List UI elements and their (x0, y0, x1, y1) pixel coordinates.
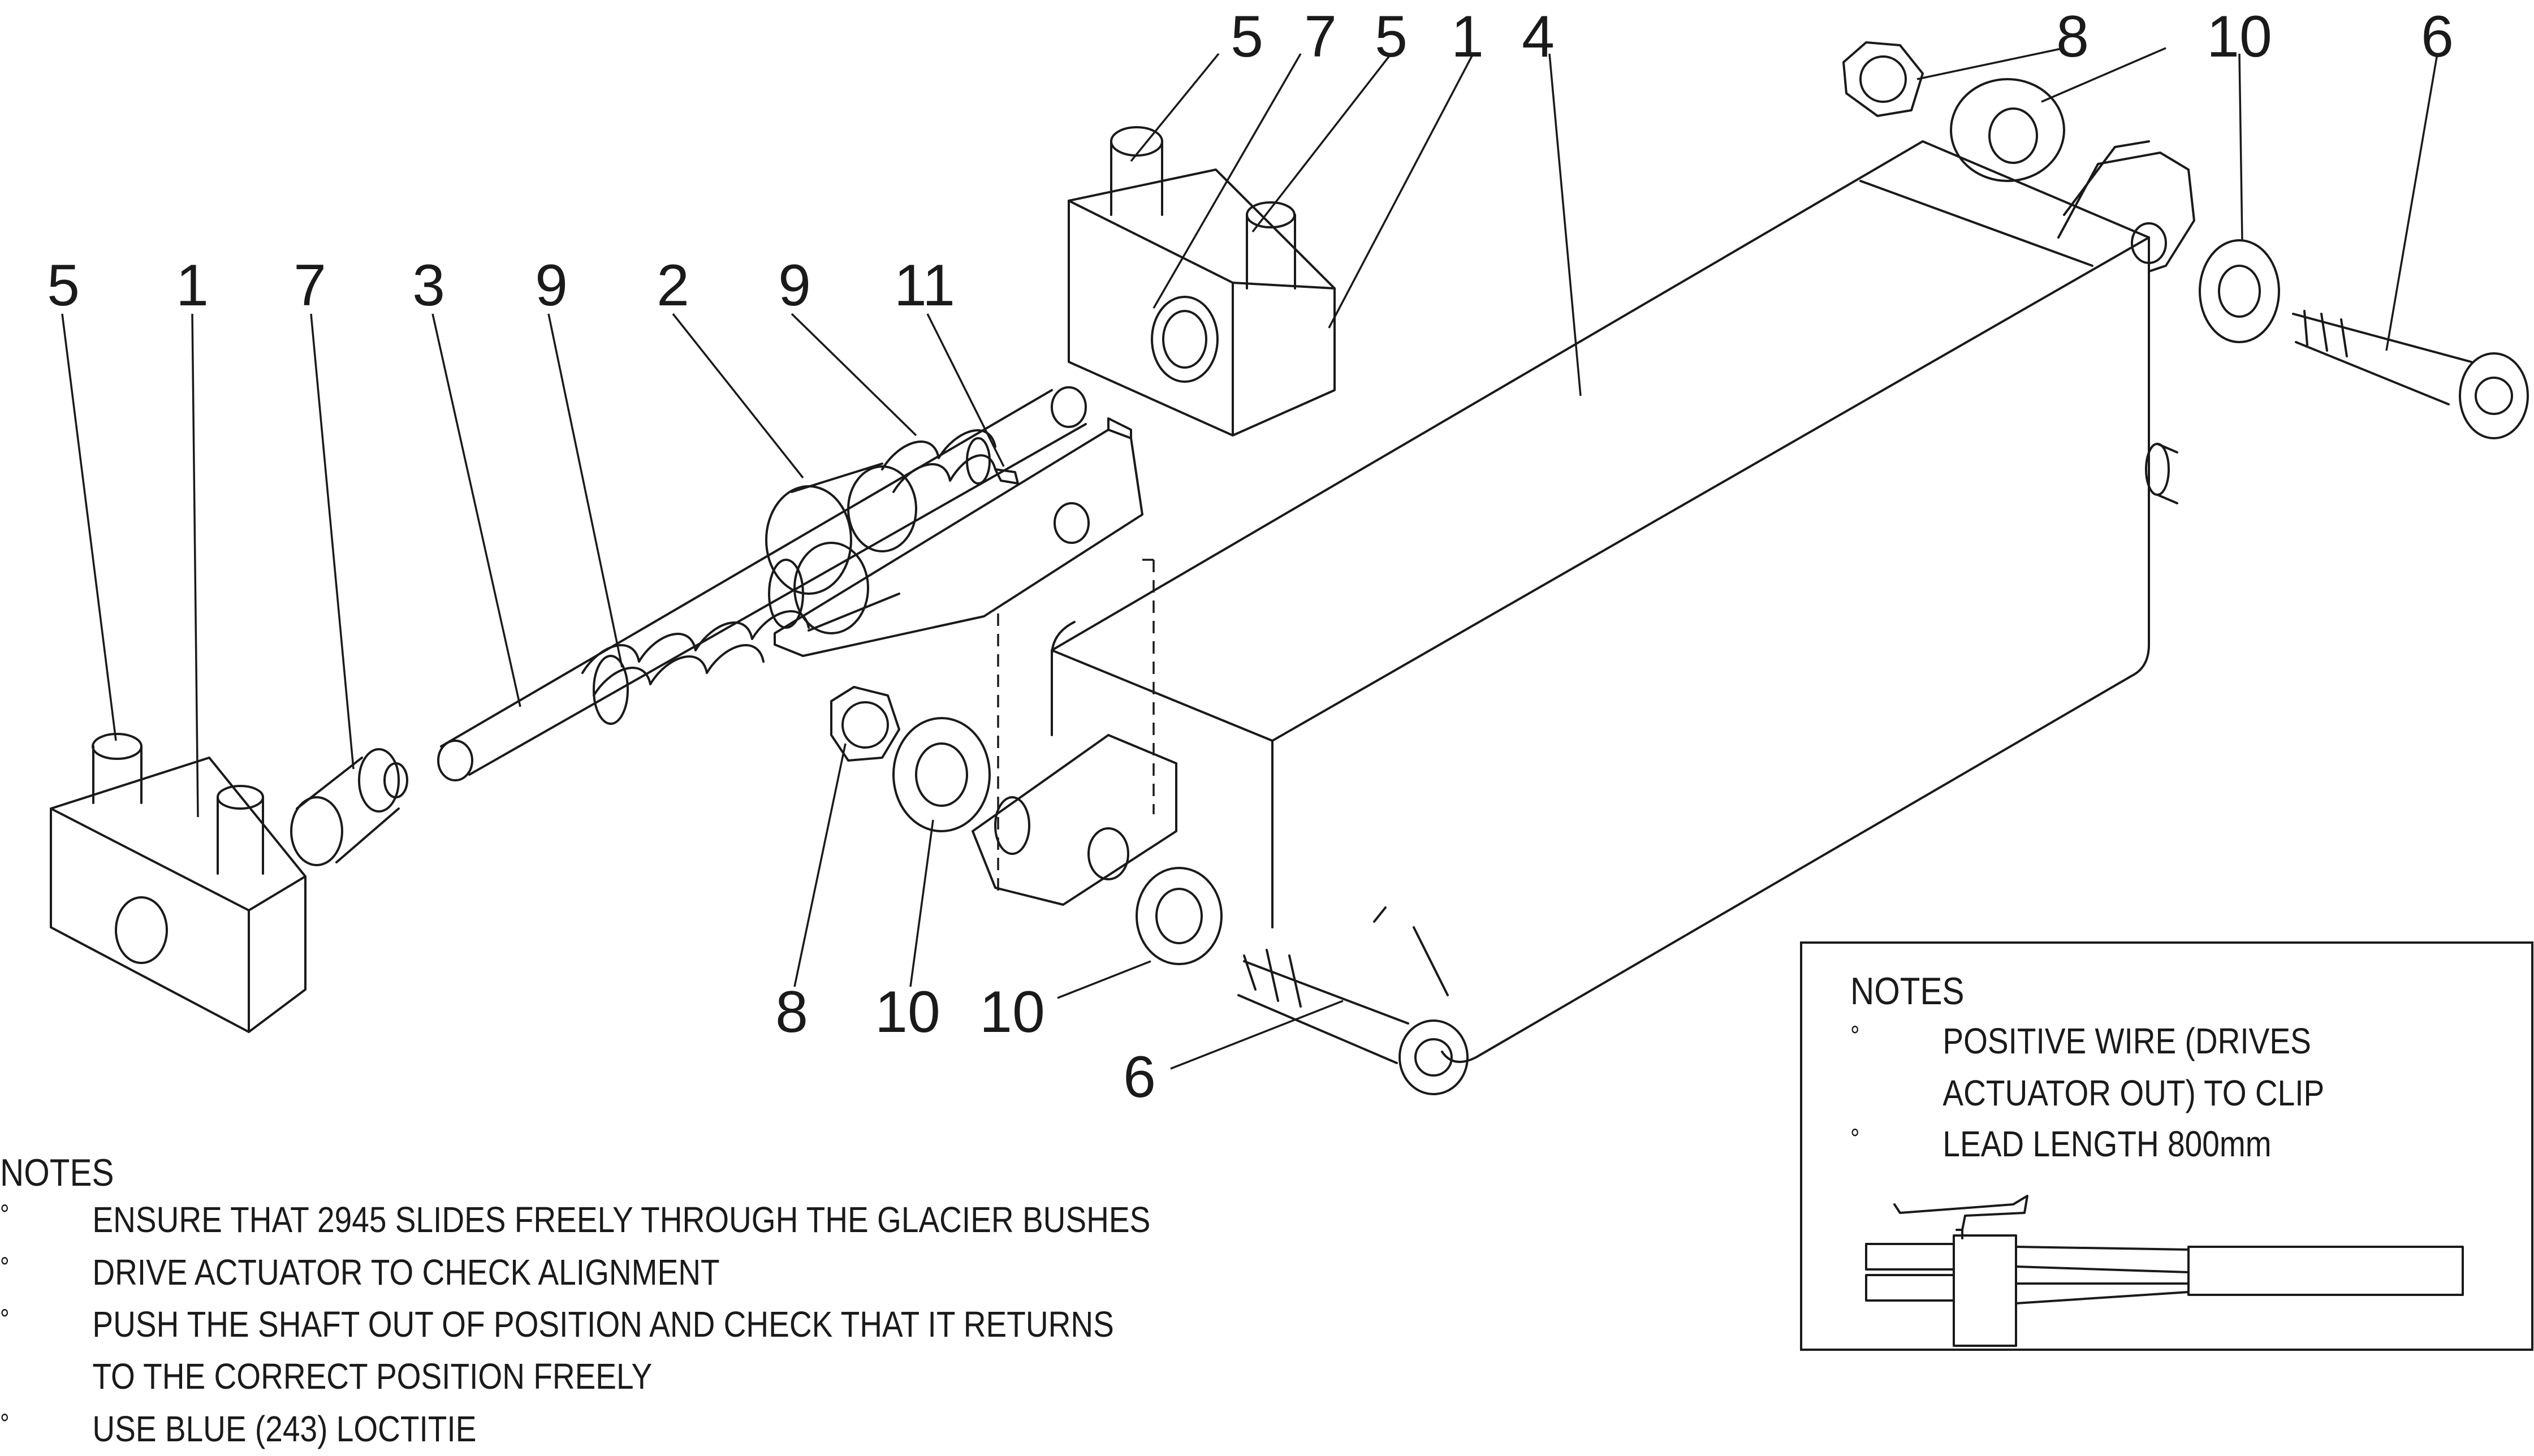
note-bullet: ° (1850, 1021, 1860, 1051)
note-item-continuation: TO THE CORRECT POSITION FREELY (0, 1358, 924, 1398)
washer-front-1 (892, 717, 991, 832)
leader-lines (61, 47, 2438, 1070)
note-bullet: ° (0, 1200, 10, 1230)
note-text: USE BLUE (243) LOCTITIE (92, 1409, 477, 1449)
note-text: DRIVE ACTUATOR TO CHECK ALIGNMENT (92, 1252, 720, 1293)
callout-1: 1 (176, 253, 209, 318)
note-item: ° DRIVE ACTUATOR TO CHECK ALIGNMENT (0, 1254, 924, 1294)
callout-6: 6 (2421, 4, 2454, 70)
washer-top-2 (2199, 239, 2280, 343)
callout-11: 11 (894, 253, 955, 318)
rear-clevis (2057, 140, 2195, 273)
shoulder-bolt-rear (2292, 310, 2529, 439)
assembly-notes: NOTES ° ENSURE THAT 2945 SLIDES FREELY T… (0, 1148, 1150, 1453)
roll-pin (994, 468, 1019, 485)
front-clevis (972, 734, 1177, 906)
connector-illustration (1865, 1195, 2464, 1347)
nut-front (830, 686, 900, 762)
notes-title: NOTES (1850, 970, 1965, 1013)
glacier-bush-collar (765, 463, 917, 634)
note-item: ° PUSH THE SHAFT OUT OF POSITION AND CHE… (0, 1304, 1114, 1346)
wiring-notes-box: NOTES ° POSITIVE WIRE (DRIVES ACTUATOR O… (1800, 941, 2533, 1351)
note-bullet: ° (1850, 1124, 1860, 1154)
mounting-block-top (1068, 126, 1336, 437)
callout-9: 9 (535, 253, 568, 318)
note-bullet: ° (0, 1252, 10, 1282)
nut-top (1842, 41, 1924, 117)
note-item: ° USE BLUE (243) LOCTITIE (0, 1411, 924, 1450)
notes-title: NOTES (0, 1151, 114, 1194)
shoulder-bolt-front (1237, 949, 1469, 1095)
note-bullet: ° (0, 1304, 10, 1334)
callout-10: 10 (2207, 4, 2272, 70)
flanged-bush-left (290, 748, 408, 866)
note-text: POSITIVE WIRE (DRIVES (1942, 1021, 2311, 1061)
compression-spring-short (881, 429, 996, 493)
callout-5: 5 (47, 253, 80, 318)
callout-6: 6 (1123, 1044, 1156, 1110)
rod-end-bracket (774, 417, 1155, 893)
callout-10: 10 (875, 979, 940, 1045)
note-text: LEAD LENGTH 800mm (1942, 1124, 2272, 1164)
callout-5: 5 (1375, 4, 1408, 70)
note-item: ° ENSURE THAT 2945 SLIDES FREELY THROUGH… (0, 1200, 1150, 1241)
note-item: ° POSITIVE WIRE (DRIVES (1850, 1023, 2410, 1062)
note-item: ° LEAD LENGTH 800mm (1850, 1126, 2410, 1165)
callout-1: 1 (1451, 4, 1484, 70)
note-text: ACTUATOR OUT) TO CLIP (1942, 1073, 2325, 1113)
callout-8: 8 (775, 979, 808, 1045)
callout-8: 8 (2056, 4, 2089, 70)
callout-5: 5 (1231, 4, 1263, 70)
washer-top-1 (1950, 78, 2065, 182)
mounting-block-left (50, 733, 307, 1033)
note-text: ENSURE THAT 2945 SLIDES FREELY THROUGH T… (92, 1199, 1151, 1240)
note-item-continuation: ACTUATOR OUT) TO CLIP (1850, 1075, 2410, 1114)
washer-front-2 (1136, 867, 1223, 965)
callout-7: 7 (1304, 4, 1337, 70)
callout-4: 4 (1522, 4, 1555, 70)
callout-10: 10 (979, 979, 1045, 1045)
callout-7: 7 (293, 253, 326, 318)
callout-3: 3 (412, 253, 445, 318)
note-text: PUSH THE SHAFT OUT OF POSITION AND CHECK… (92, 1304, 1114, 1345)
note-text: TO THE CORRECT POSITION FREELY (92, 1356, 653, 1397)
guide-shaft (437, 386, 1087, 781)
note-bullet: ° (0, 1409, 10, 1439)
callout-9: 9 (778, 253, 811, 318)
callout-2: 2 (657, 253, 689, 318)
compression-spring-long (581, 559, 810, 725)
